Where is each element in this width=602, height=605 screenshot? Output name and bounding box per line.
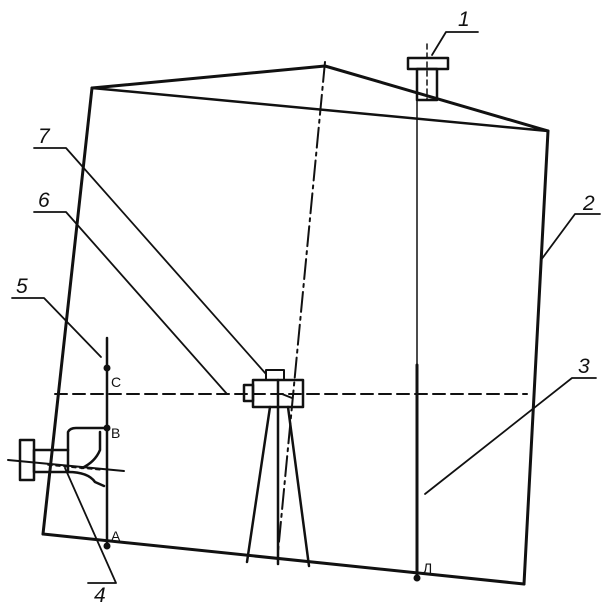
side-nozzle	[7, 426, 125, 488]
point-label-a: A	[111, 528, 121, 544]
label-4: 4	[94, 584, 106, 605]
tripod	[245, 405, 311, 568]
roof-hatch	[406, 43, 450, 102]
label-1: 1	[458, 8, 470, 31]
point-label-b: B	[111, 425, 120, 441]
vertical-axis-line	[277, 61, 326, 553]
point-markers	[103, 364, 421, 582]
point-label-c: C	[111, 374, 121, 390]
label-7: 7	[38, 125, 51, 148]
tank-wall	[41, 86, 550, 586]
label-3: 3	[578, 355, 590, 378]
point-label-l: Л	[423, 560, 432, 576]
leader-lines	[11, 31, 601, 584]
label-2: 2	[582, 192, 595, 215]
label-5: 5	[16, 275, 28, 298]
label-6: 6	[38, 189, 50, 212]
